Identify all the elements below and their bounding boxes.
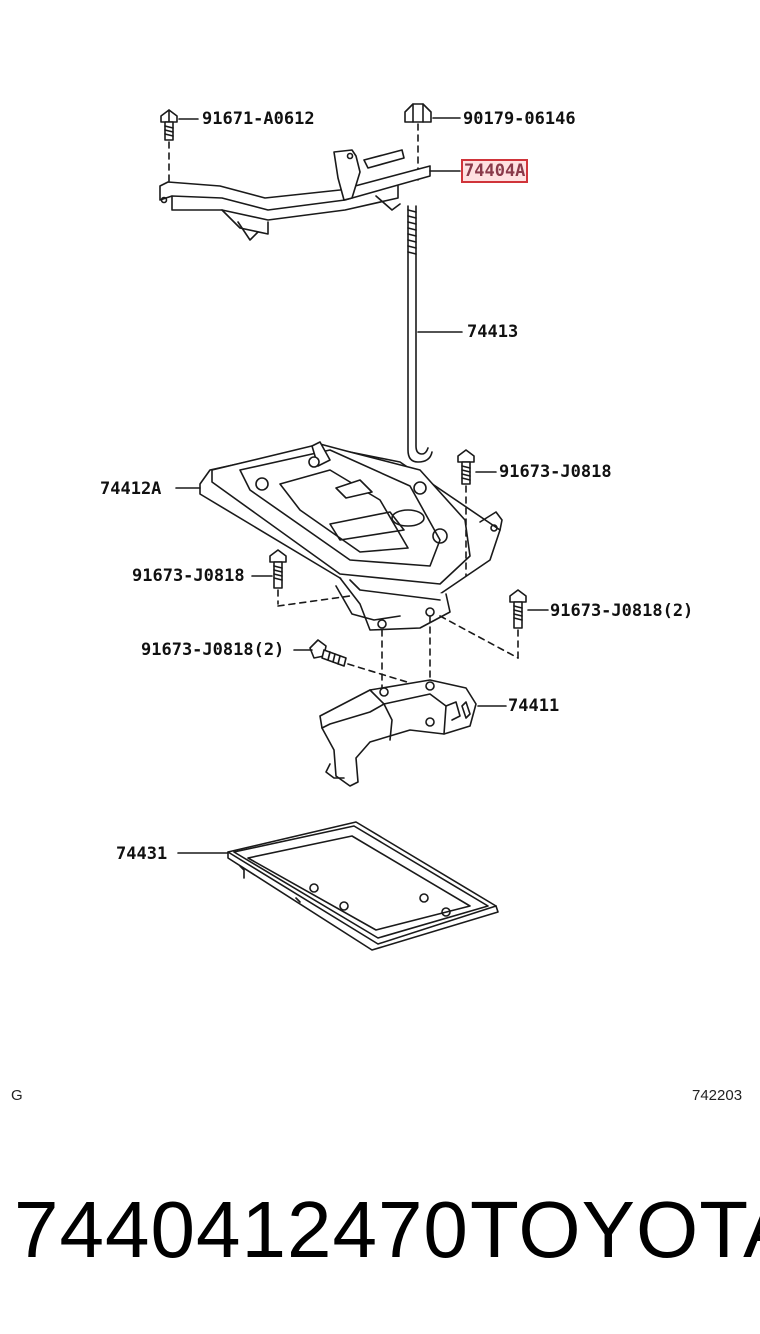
brand-name: TOYOTA: [470, 1185, 760, 1274]
callout-tray: 74431: [116, 844, 168, 864]
corner-code-left: G: [11, 1087, 23, 1104]
callout-carrier: 74412A: [100, 479, 162, 499]
battery-carrier-part: [175, 441, 503, 631]
callout-bolt-left: 91673-J0818: [132, 566, 245, 586]
bolt-upper-right-icon: [457, 449, 497, 577]
callout-rod: 74413: [467, 322, 519, 342]
bolt-left-icon: [251, 549, 351, 607]
exploded-parts-diagram: [159, 103, 549, 951]
callout-bolt-right-pair: 91673-J0818(2): [550, 601, 694, 621]
callout-nut-top: 90179-06146: [463, 109, 576, 129]
bolt-lower-pair-icon: [293, 639, 421, 687]
callout-bracket: 74411: [508, 696, 560, 716]
callout-clamp-highlighted[interactable]: 74404A: [460, 159, 529, 183]
battery-tray-part: [177, 821, 499, 951]
footer: 7440412470 TOYOTA: [0, 1180, 760, 1290]
bolt-right-pair-icon: [439, 589, 549, 659]
nut-top-icon: [404, 103, 461, 181]
callout-bolt-top-left: 91671-A0612: [202, 109, 315, 129]
corner-code-right: 742203: [692, 1087, 743, 1104]
hold-down-rod-part: [407, 205, 463, 463]
callout-bolt-lower-pair: 91673-J0818(2): [141, 640, 285, 660]
battery-clamp-part: [159, 149, 461, 241]
part-number: 7440412470: [14, 1185, 469, 1274]
callout-bolt-upper-right: 91673-J0818: [499, 462, 612, 482]
carrier-bracket-part: [319, 679, 507, 787]
